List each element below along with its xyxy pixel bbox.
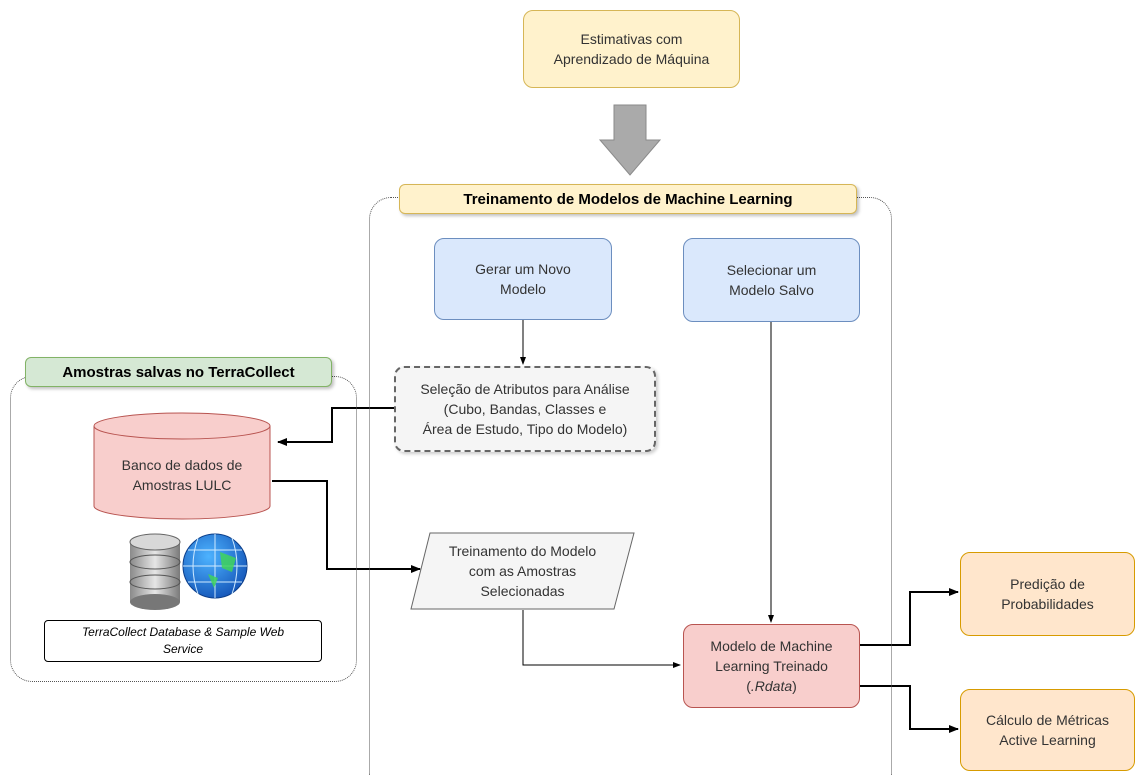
saved-model-label: Selecionar um Modelo Salvo <box>726 262 817 298</box>
trained-model-ext-line: (.Rdata) <box>746 678 797 694</box>
attributes-box: Seleção de Atributos para Análise (Cubo,… <box>394 366 656 452</box>
database-cylinder <box>93 412 271 520</box>
edge-db-to-training <box>272 480 421 573</box>
training-label-wrap: Treinamento do Modelo com as Amostras Se… <box>420 532 625 610</box>
metrics-label: Cálculo de Métricas Active Learning <box>986 712 1109 748</box>
attributes-label: Seleção de Atributos para Análise (Cubo,… <box>420 381 630 437</box>
samples-group-title-text: Amostras salvas no TerraCollect <box>62 363 295 381</box>
prediction-box: Predição de Probabilidades <box>960 552 1135 636</box>
estimates-label: Estimativas com Aprendizado de Máquina <box>553 31 710 67</box>
edge-training-to-model <box>522 610 681 668</box>
service-caption: TerraCollect Database & Sample Web Servi… <box>81 625 285 656</box>
service-caption-box: TerraCollect Database & Sample Web Servi… <box>44 620 322 662</box>
metrics-box: Cálculo de Métricas Active Learning <box>960 689 1135 771</box>
edge-model-to-metrics <box>860 685 959 733</box>
trained-model-line2: Learning Treinado <box>715 658 828 674</box>
trained-model-box: Modelo de Machine Learning Treinado (.Rd… <box>683 624 860 708</box>
database-globe-icon <box>129 533 248 610</box>
estimates-box: Estimativas com Aprendizado de Máquina <box>523 10 740 88</box>
new-model-box: Gerar um Novo Modelo <box>434 238 612 320</box>
samples-group-title: Amostras salvas no TerraCollect <box>25 357 332 387</box>
database-label-wrap: Banco de dados de Amostras LULC <box>93 440 271 510</box>
down-block-arrow <box>598 104 662 176</box>
edge-model-to-prediction <box>860 588 959 646</box>
new-model-label: Gerar um Novo Modelo <box>475 261 571 297</box>
training-group-title-text: Treinamento de Modelos de Machine Learni… <box>463 190 793 208</box>
training-group-title: Treinamento de Modelos de Machine Learni… <box>399 184 857 214</box>
prediction-label: Predição de Probabilidades <box>1001 576 1094 612</box>
database-label: Banco de dados de Amostras LULC <box>121 457 243 493</box>
training-label: Treinamento do Modelo com as Amostras Se… <box>448 543 597 599</box>
training-shape <box>410 532 635 610</box>
trained-model-line1: Modelo de Machine <box>710 638 833 654</box>
trained-model-ext: .Rdata <box>750 678 793 694</box>
edge-attributes-to-db <box>277 407 395 446</box>
saved-model-box: Selecionar um Modelo Salvo <box>683 238 860 322</box>
